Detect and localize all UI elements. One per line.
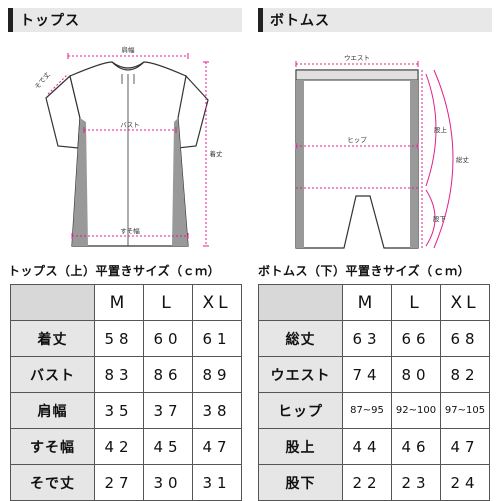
bottoms-measurement-diagram: ウエスト ヒップ 股上 股下 総丈 bbox=[295, 54, 470, 249]
header-accent-bar bbox=[258, 8, 263, 32]
tops-side-panel-left bbox=[72, 118, 88, 246]
table-cell: 46 bbox=[391, 428, 441, 465]
table-corner-cell bbox=[258, 284, 343, 321]
column-header: M bbox=[94, 284, 144, 321]
inseam-measure-arc bbox=[425, 189, 436, 247]
bust-label: バスト bbox=[120, 121, 140, 129]
table-row: 股下 22 23 24 bbox=[258, 464, 490, 501]
bottoms-measure-lines bbox=[296, 63, 423, 248]
tops-section-header: トップス bbox=[8, 8, 242, 32]
table-row: ウエスト 74 80 82 bbox=[258, 356, 490, 393]
table-corner-cell bbox=[10, 284, 95, 321]
table-cell: 42 bbox=[94, 428, 144, 465]
table-cell: 47 bbox=[440, 428, 490, 465]
shoulder-label: 肩幅 bbox=[122, 45, 136, 54]
bottoms-size-table: M L XL 総丈 63 66 68 ウエスト 74 80 82 ヒップ 87~… bbox=[258, 284, 490, 501]
table-row: 着丈 58 60 61 bbox=[10, 320, 242, 357]
table-cell: 97~105 bbox=[440, 392, 490, 429]
table-cell: 45 bbox=[143, 428, 193, 465]
rise-measure-arc bbox=[425, 73, 437, 187]
row-header: 着丈 bbox=[10, 320, 95, 357]
table-cell: 23 bbox=[391, 464, 441, 501]
tops-title: トップス bbox=[20, 13, 80, 29]
bottoms-side-panel-right bbox=[410, 80, 418, 248]
header-accent-bar bbox=[8, 8, 13, 32]
table-cell: 83 bbox=[94, 356, 144, 393]
table-cell: 74 bbox=[342, 356, 392, 393]
row-header: すそ幅 bbox=[10, 428, 95, 465]
table-cell: 89 bbox=[192, 356, 242, 393]
total-length-measure-arc bbox=[433, 69, 454, 249]
hem-label: すそ幅 bbox=[120, 226, 140, 235]
table-cell: 35 bbox=[94, 392, 144, 429]
bottoms-garment-illustration bbox=[295, 69, 419, 249]
column-header: XL bbox=[440, 284, 490, 321]
tops-garment-illustration bbox=[45, 61, 209, 247]
waistband bbox=[295, 69, 419, 81]
table-row: そで丈 27 30 31 bbox=[10, 464, 242, 501]
hip-label: ヒップ bbox=[347, 136, 367, 144]
total-length-label: 総丈 bbox=[456, 155, 470, 164]
row-header: 肩幅 bbox=[10, 392, 95, 429]
tops-measure-lines bbox=[47, 55, 207, 246]
row-header: ヒップ bbox=[258, 392, 343, 429]
bottoms-table-caption: ボトムス（下）平置きサイズ（ｃｍ） bbox=[258, 264, 471, 278]
length-label: 着丈 bbox=[210, 149, 224, 158]
table-cell: 61 bbox=[192, 320, 242, 357]
table-header-row: M L XL bbox=[258, 284, 490, 321]
table-cell: 58 bbox=[94, 320, 144, 357]
bottoms-section-header: ボトムス bbox=[258, 8, 492, 32]
table-cell: 80 bbox=[391, 356, 441, 393]
column-header: M bbox=[342, 284, 392, 321]
sleeve-measure-line bbox=[47, 73, 69, 95]
row-header: 股上 bbox=[258, 428, 343, 465]
table-cell: 30 bbox=[143, 464, 193, 501]
table-cell: 38 bbox=[192, 392, 242, 429]
tops-measurement-diagram: 肩幅 バスト すそ幅 着丈 そで丈 bbox=[32, 45, 224, 247]
table-cell: 60 bbox=[143, 320, 193, 357]
table-cell: 66 bbox=[391, 320, 441, 357]
table-cell: 86 bbox=[143, 356, 193, 393]
sleeve-label: そで丈 bbox=[32, 70, 52, 91]
inseam-label: 股下 bbox=[433, 215, 447, 223]
table-cell: 92~100 bbox=[391, 392, 441, 429]
row-header: 股下 bbox=[258, 464, 343, 501]
row-header: バスト bbox=[10, 356, 95, 393]
table-cell: 63 bbox=[342, 320, 392, 357]
table-cell: 37 bbox=[143, 392, 193, 429]
table-cell: 82 bbox=[440, 356, 490, 393]
waist-label: ウエスト bbox=[344, 54, 370, 62]
column-header: L bbox=[143, 284, 193, 321]
table-cell: 68 bbox=[440, 320, 490, 357]
column-header: L bbox=[391, 284, 441, 321]
rise-label: 股上 bbox=[434, 125, 448, 134]
table-header-row: M L XL bbox=[10, 284, 242, 321]
tops-collar bbox=[111, 61, 145, 71]
table-row: バスト 83 86 89 bbox=[10, 356, 242, 393]
tops-size-table: M L XL 着丈 58 60 61 バスト 83 86 89 肩幅 35 37… bbox=[10, 284, 242, 501]
table-cell: 24 bbox=[440, 464, 490, 501]
table-row: 総丈 63 66 68 bbox=[258, 320, 490, 357]
table-cell: 47 bbox=[192, 428, 242, 465]
column-header: XL bbox=[192, 284, 242, 321]
bottoms-title: ボトムス bbox=[270, 13, 330, 29]
table-cell: 31 bbox=[192, 464, 242, 501]
table-row: 肩幅 35 37 38 bbox=[10, 392, 242, 429]
table-row: 股上 44 46 47 bbox=[258, 428, 490, 465]
tops-table-caption: トップス（上）平置きサイズ（ｃｍ） bbox=[8, 264, 221, 278]
row-header: ウエスト bbox=[258, 356, 343, 393]
table-cell: 87~95 bbox=[342, 392, 392, 429]
table-cell: 44 bbox=[342, 428, 392, 465]
table-cell: 27 bbox=[94, 464, 144, 501]
row-header: そで丈 bbox=[10, 464, 95, 501]
bottoms-side-panel-left bbox=[296, 80, 304, 248]
table-row: ヒップ 87~95 92~100 97~105 bbox=[258, 392, 490, 429]
row-header: 総丈 bbox=[258, 320, 343, 357]
table-row: すそ幅 42 45 47 bbox=[10, 428, 242, 465]
table-cell: 22 bbox=[342, 464, 392, 501]
tops-side-panel-right bbox=[172, 118, 188, 246]
